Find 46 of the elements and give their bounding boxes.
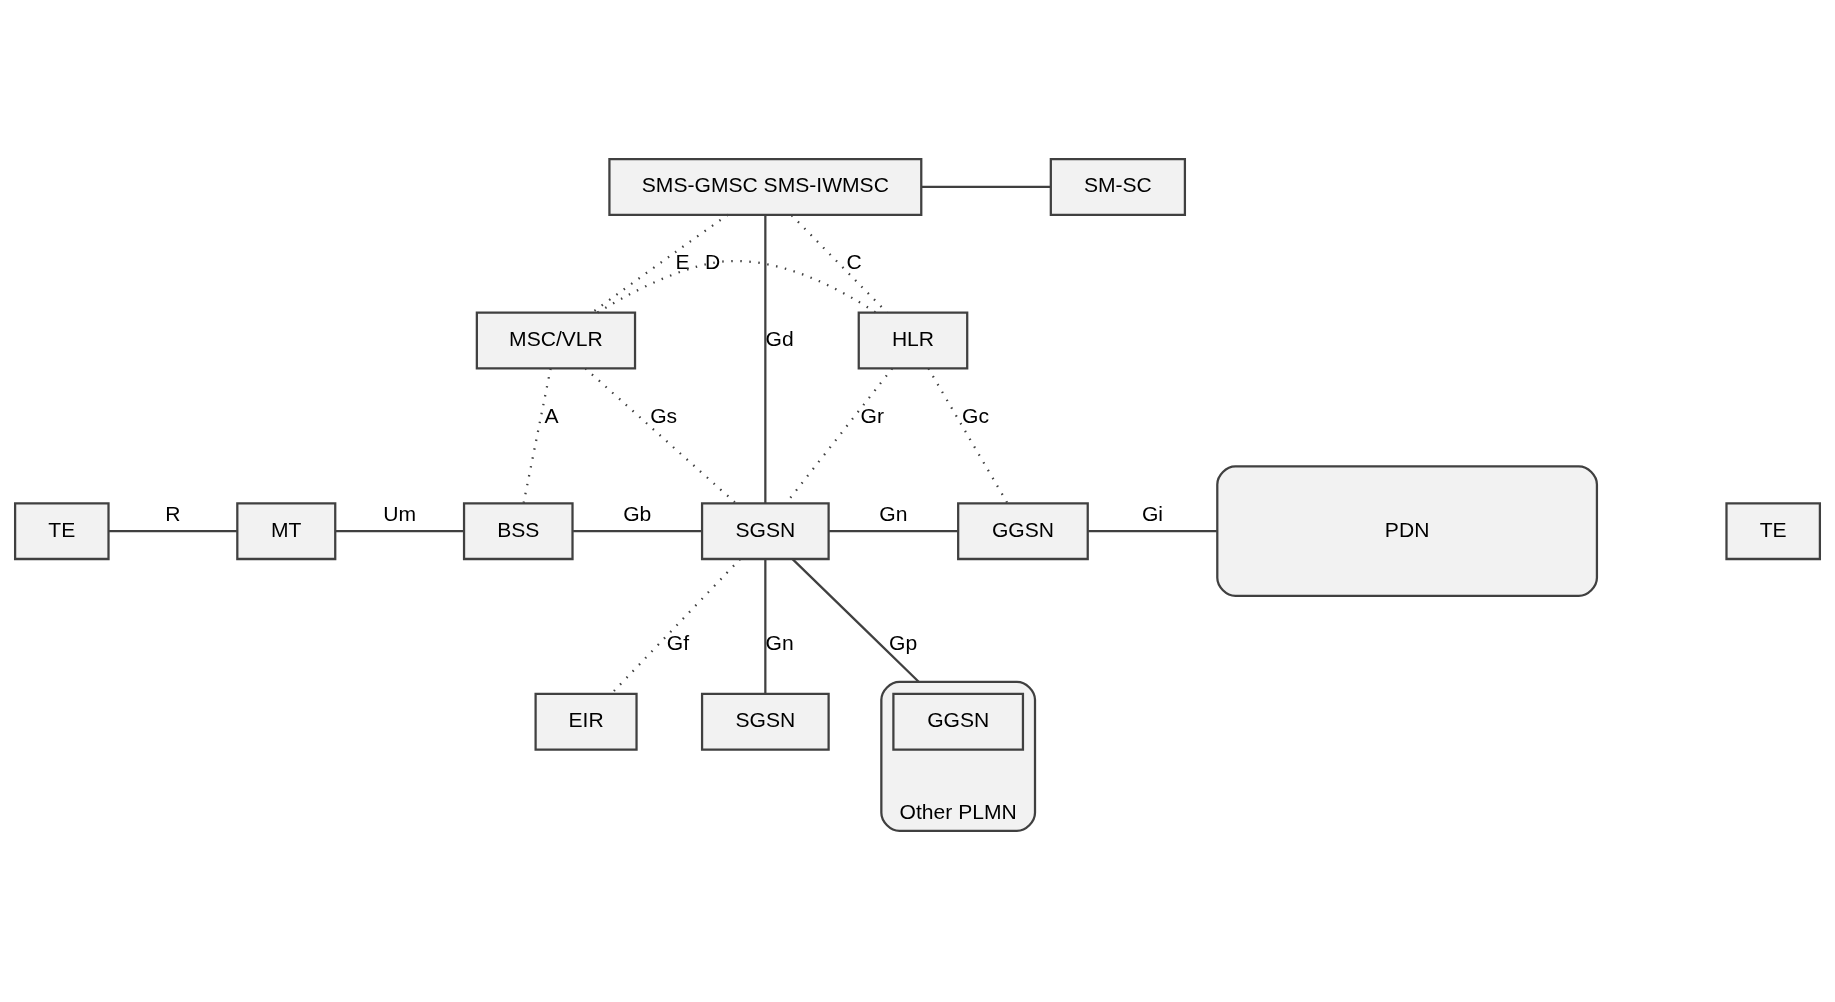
- node-box: MSC/VLR: [475, 311, 637, 370]
- connector: [597, 259, 877, 314]
- node-box: SMS-GMSC SMS-IWMSC: [608, 157, 923, 216]
- node-box: SGSN: [700, 502, 830, 561]
- connector: [611, 558, 741, 695]
- node-box: TE: [1725, 502, 1822, 561]
- connector: [522, 368, 552, 503]
- connector: [790, 214, 888, 314]
- node-box: GGSN: [957, 502, 1089, 561]
- connector: [764, 559, 767, 694]
- connector: [829, 530, 958, 533]
- edge-label: D: [705, 250, 721, 274]
- edge-label: Gs: [650, 403, 678, 427]
- node-box: TE: [14, 502, 110, 561]
- edge-label: R: [165, 501, 181, 525]
- connector: [108, 530, 237, 533]
- edge-label: Gf: [666, 631, 690, 655]
- edge-label: Gi: [1141, 501, 1164, 525]
- edge-label: Gn: [765, 631, 794, 655]
- edge-label: Um: [383, 501, 417, 525]
- edge-label: Gp: [889, 631, 918, 655]
- connector: [764, 215, 767, 503]
- connector: [791, 558, 920, 683]
- edge-label: Gb: [623, 501, 652, 525]
- connector: [584, 367, 736, 504]
- node-box: SGSN: [700, 692, 830, 751]
- edge-label: E: [675, 250, 690, 274]
- node-box: PDN: [1216, 465, 1599, 598]
- connector: [573, 530, 702, 533]
- node-box: MT: [236, 502, 337, 561]
- connector: [927, 367, 1009, 504]
- edge-label: A: [544, 403, 559, 427]
- edge-label: Gd: [765, 327, 794, 351]
- connector: [1088, 530, 1217, 533]
- node-box: EIR: [534, 692, 638, 751]
- node-box: BSS: [462, 502, 574, 561]
- edge-label: Gc: [962, 403, 989, 427]
- node-box: GGSN: [892, 692, 1025, 751]
- connector: [335, 530, 464, 533]
- edge-label: Gn: [879, 501, 908, 525]
- connector: [591, 213, 729, 314]
- node-box: SM-SC: [1049, 157, 1187, 216]
- connector: [921, 185, 1051, 189]
- edge-label: C: [846, 250, 862, 274]
- node-box: HLR: [857, 311, 969, 370]
- edge-label: Gr: [860, 403, 885, 427]
